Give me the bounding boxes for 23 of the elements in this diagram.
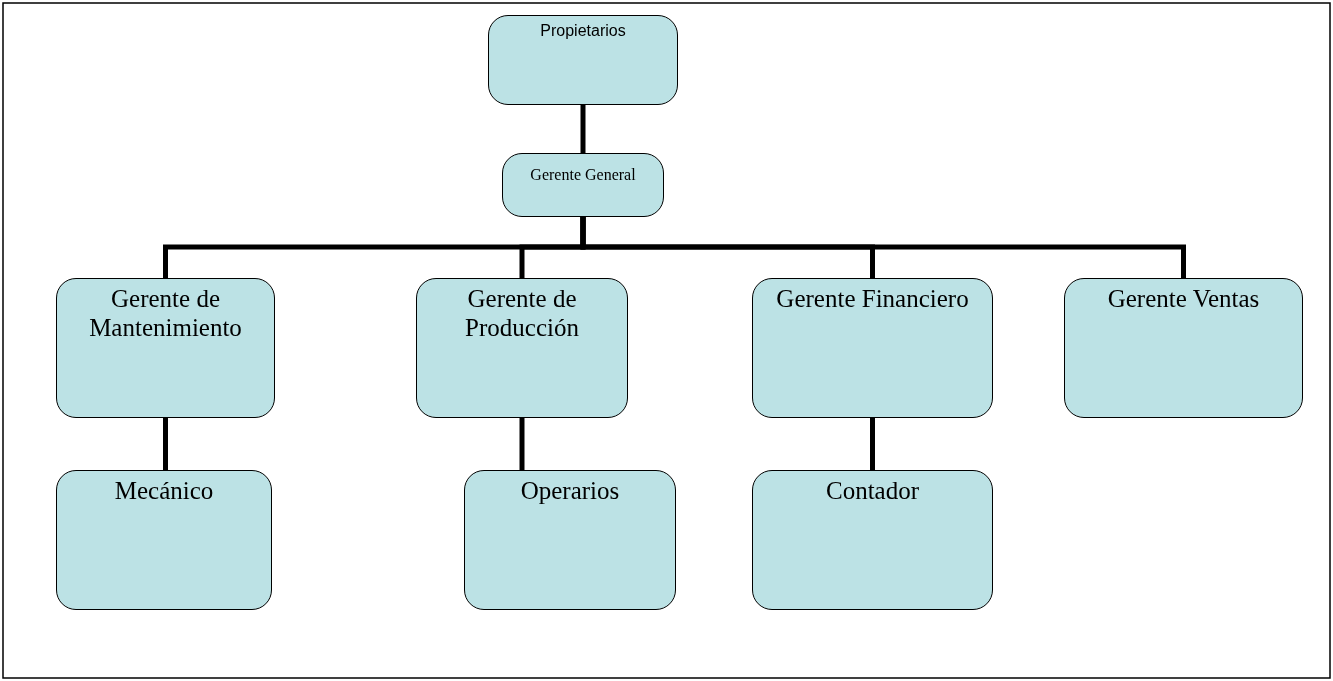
connector-line [519, 418, 525, 470]
connector-line [163, 418, 168, 470]
org-box [502, 153, 664, 217]
connector-line [580, 217, 1186, 278]
org-box [488, 15, 678, 105]
role-title: Gerente General [529, 165, 637, 185]
org-box [1064, 278, 1303, 418]
role-title: Gerente de Mantenimiento [88, 284, 243, 343]
org-box [56, 470, 272, 610]
org-box [416, 278, 628, 418]
connector-line [870, 418, 875, 470]
role-title: Operarios [519, 476, 621, 506]
org-box [752, 278, 993, 418]
connector-line [580, 105, 586, 153]
role-title: Gerente Financiero [775, 284, 970, 314]
role-title: Contador [824, 476, 920, 506]
role-title: Gerente de Producción [464, 284, 580, 343]
role-title: Mecánico [113, 476, 215, 506]
org-box [464, 470, 676, 610]
role-title: Gerente Ventas [1106, 284, 1261, 314]
role-title: Propietarios [539, 21, 627, 41]
org-box [752, 470, 993, 610]
org-box [56, 278, 275, 418]
